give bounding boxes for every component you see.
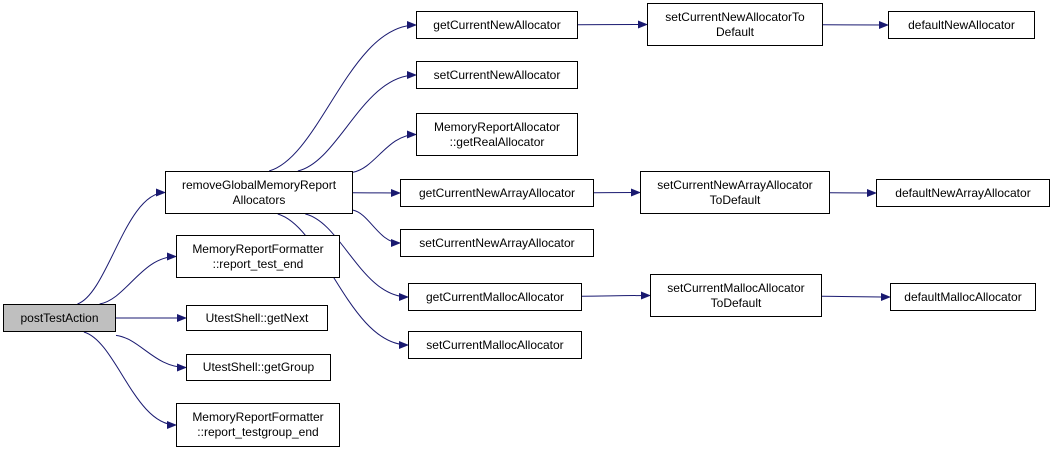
edge-post-test-action-to-get-group — [115, 334, 187, 372]
node-get-current-malloc-allocator[interactable]: getCurrentMallocAllocator — [408, 283, 582, 311]
node-label: UtestShell::getGroup — [202, 360, 315, 374]
edge-post-test-action-to-report-test-end — [99, 252, 177, 305]
edge-remove-global-memory-report-allocators-to-get-real-allocator — [352, 130, 417, 173]
node-label: getCurrentNewAllocator — [433, 17, 561, 32]
node-utest-shell-get-group[interactable]: UtestShell::getGroup — [186, 354, 331, 381]
edge-remove-global-memory-report-allocators-to-get-current-malloc-allocator — [305, 213, 409, 301]
node-label-line-1: setCurrentNewArrayAllocator — [657, 177, 813, 192]
node-label-line-2: ::report_test_end — [212, 256, 304, 271]
node-label-line-2: Default — [715, 24, 755, 39]
node-default-new-allocator[interactable]: defaultNewAllocator — [888, 11, 1035, 39]
node-label: defaultNewAllocator — [908, 17, 1015, 32]
node-label-line-2: ::getRealAllocator — [449, 134, 545, 149]
node-label-line-1: MemoryReportFormatter — [192, 410, 324, 424]
node-label-line-1: setCurrentNewAllocatorTo — [665, 9, 805, 24]
node-get-current-new-array-allocator[interactable]: getCurrentNewArrayAllocator — [400, 179, 594, 207]
node-memory-report-allocator-get-real-allocator[interactable]: MemoryReportAllocator ::getRealAllocator — [416, 113, 578, 156]
node-set-current-malloc-allocator[interactable]: setCurrentMallocAllocator — [408, 331, 582, 359]
node-default-new-array-allocator[interactable]: defaultNewArrayAllocator — [876, 179, 1050, 207]
node-label: getCurrentNewArrayAllocator — [418, 185, 576, 200]
edge-remove-global-memory-report-allocators-to-set-current-new-array-allocator — [352, 209, 401, 247]
node-label: setCurrentMallocAllocator — [426, 337, 564, 352]
node-label-line-2: ToDefault — [710, 295, 762, 310]
node-label: getCurrentMallocAllocator — [425, 289, 565, 304]
edge-post-test-action-to-report-testgroup-end — [83, 331, 177, 429]
node-label: defaultNewArrayAllocator — [895, 185, 1031, 200]
node-report-test-end[interactable]: MemoryReportFormatter ::report_test_end — [176, 235, 340, 278]
node-label-line-2: ::report_testgroup_end — [197, 425, 319, 439]
edge-remove-global-memory-report-allocators-to-get-current-new-allocator — [268, 21, 417, 172]
node-label-line-1: setCurrentMallocAllocator — [667, 280, 805, 295]
node-report-testgroup-end[interactable]: MemoryReportFormatter ::report_testgroup… — [176, 403, 340, 447]
node-utest-shell-get-next[interactable]: UtestShell::getNext — [186, 305, 328, 331]
node-label-line-1: MemoryReportAllocator — [433, 119, 561, 134]
node-post-test-action: postTestAction — [3, 304, 116, 332]
node-remove-global-memory-report-allocators[interactable]: removeGlobalMemoryReport Allocators — [165, 171, 353, 214]
node-label-line-2: ToDefault — [709, 192, 761, 207]
node-label: defaultMallocAllocator — [904, 289, 1022, 304]
node-post-test-action-label: postTestAction — [20, 310, 99, 325]
node-label-line-1: MemoryReportFormatter — [192, 241, 324, 256]
edge-set-current-malloc-allocator-to-default-to-default-malloc-allocator — [821, 292, 891, 301]
node-set-current-new-allocator[interactable]: setCurrentNewAllocator — [416, 61, 578, 89]
edge-post-test-action-to-remove-global-memory-report-allocators — [77, 188, 166, 305]
node-set-current-new-array-allocator[interactable]: setCurrentNewArrayAllocator — [400, 229, 594, 257]
node-label: setCurrentNewAllocator — [433, 67, 561, 82]
edge-get-current-malloc-allocator-to-set-current-malloc-allocator-to-default — [581, 291, 651, 300]
node-label-line-1: removeGlobalMemoryReport — [181, 177, 337, 192]
node-default-malloc-allocator[interactable]: defaultMallocAllocator — [890, 283, 1036, 311]
node-set-current-malloc-allocator-to-default[interactable]: setCurrentMallocAllocator ToDefault — [650, 274, 822, 317]
edge-remove-global-memory-report-allocators-to-set-current-new-allocator — [297, 71, 417, 172]
node-set-current-new-allocator-to-default[interactable]: setCurrentNewAllocatorTo Default — [647, 3, 823, 46]
node-label: setCurrentNewArrayAllocator — [419, 235, 575, 250]
node-get-current-new-allocator[interactable]: getCurrentNewAllocator — [416, 11, 578, 39]
node-label-line-2: Allocators — [232, 192, 286, 207]
edge-remove-global-memory-report-allocators-to-set-current-malloc-allocator — [277, 213, 409, 349]
node-label: UtestShell::getNext — [205, 310, 309, 325]
node-set-current-new-array-allocator-to-default[interactable]: setCurrentNewArrayAllocator ToDefault — [640, 171, 830, 214]
